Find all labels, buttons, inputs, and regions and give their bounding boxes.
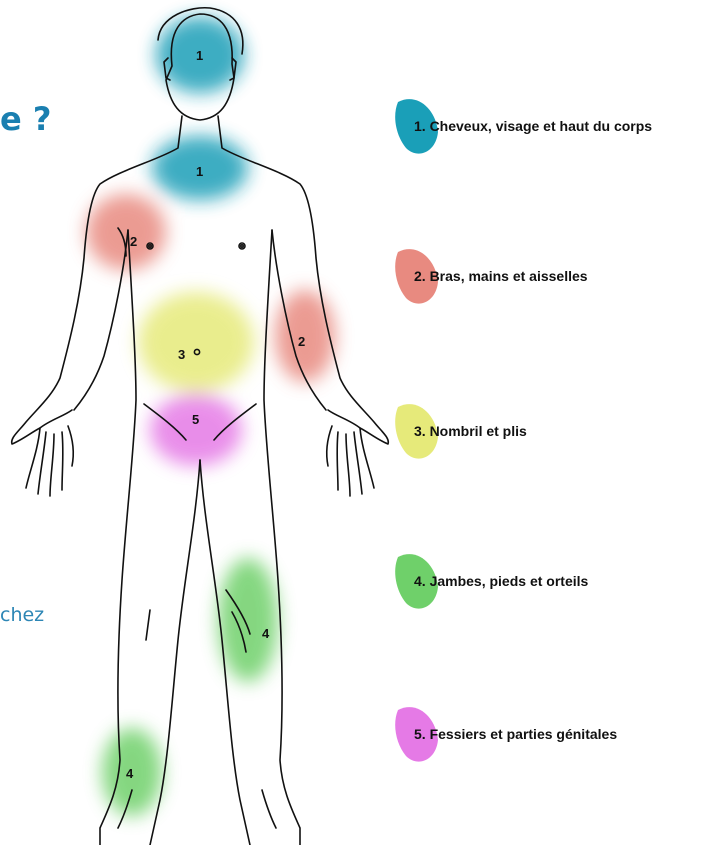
- right-nipple: [239, 243, 245, 249]
- zone-label-left-shoulder: 2: [130, 234, 137, 249]
- zone-right-knee: [218, 558, 278, 682]
- legend-item-4: 4. Jambes, pieds et orteils: [388, 547, 724, 617]
- legend-label-4: 4. Jambes, pieds et orteils: [414, 573, 588, 589]
- zone-belly: [138, 292, 254, 392]
- legend-label-1: 1. Cheveux, visage et haut du corps: [414, 118, 652, 134]
- zone-label-groin: 5: [192, 412, 199, 427]
- zone-label-head: 1: [196, 48, 203, 63]
- legend-item-1: 1. Cheveux, visage et haut du corps: [388, 92, 724, 162]
- zone-groin: [150, 394, 242, 466]
- legend-label-2: 2. Bras, mains et aisselles: [414, 268, 588, 284]
- zone-label-left-ankle: 4: [126, 766, 134, 781]
- legend-label-3: 3. Nombril et plis: [414, 423, 527, 439]
- legend-label-5: 5. Fessiers et parties génitales: [414, 726, 617, 742]
- zone-label-neck: 1: [196, 164, 203, 179]
- zone-label-right-arm: 2: [298, 334, 305, 349]
- zone-label-right-knee: 4: [262, 626, 270, 641]
- legend-item-5: 5. Fessiers et parties génitales: [388, 700, 724, 770]
- zone-left-shoulder: [86, 194, 166, 270]
- legend-item-2: 2. Bras, mains et aisselles: [388, 242, 724, 312]
- zone-label-belly: 3: [178, 347, 185, 362]
- legend-item-3: 3. Nombril et plis: [388, 397, 724, 467]
